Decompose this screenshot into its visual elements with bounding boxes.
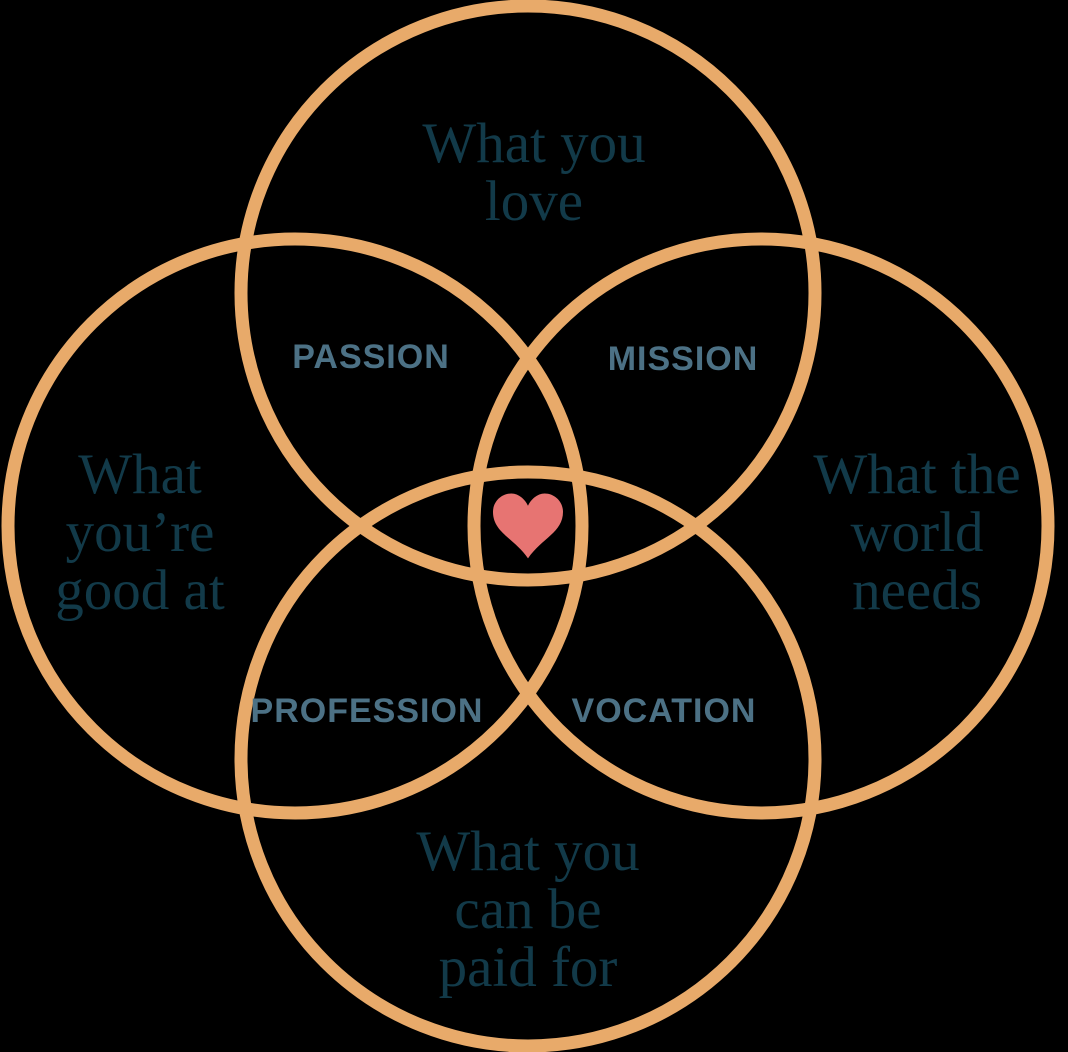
circle-what-the-world-needs [467, 232, 1055, 820]
caption-line: What you [416, 820, 639, 883]
circle-what-you-can-be-paid-for [234, 465, 822, 1052]
label-mission: MISSION [608, 340, 759, 378]
caption-line: needs [852, 559, 982, 622]
caption-what-you-love: What you love [422, 112, 645, 233]
caption-line: can be [454, 878, 601, 941]
caption-line: good at [55, 559, 225, 622]
caption-line: What [78, 443, 202, 506]
label-vocation: VOCATION [572, 692, 757, 730]
circle-what-youre-good-at [1, 232, 589, 820]
caption-what-you-can-be-paid-for: What you can be paid for [416, 820, 639, 999]
caption-line: What the [813, 443, 1020, 506]
caption-what-the-world-needs: What the world needs [813, 443, 1020, 622]
label-profession: PROFESSION [251, 692, 484, 730]
caption-what-youre-good-at: What you’re good at [55, 443, 225, 622]
heart-shape [493, 493, 563, 559]
heart-icon [493, 493, 563, 559]
caption-line: world [851, 501, 984, 564]
caption-line: you’re [66, 501, 215, 564]
caption-line: love [485, 170, 583, 233]
circle-what-you-love [234, 0, 822, 587]
label-passion: PASSION [292, 338, 450, 376]
caption-line: What you [422, 112, 645, 175]
caption-line: paid for [439, 936, 618, 999]
